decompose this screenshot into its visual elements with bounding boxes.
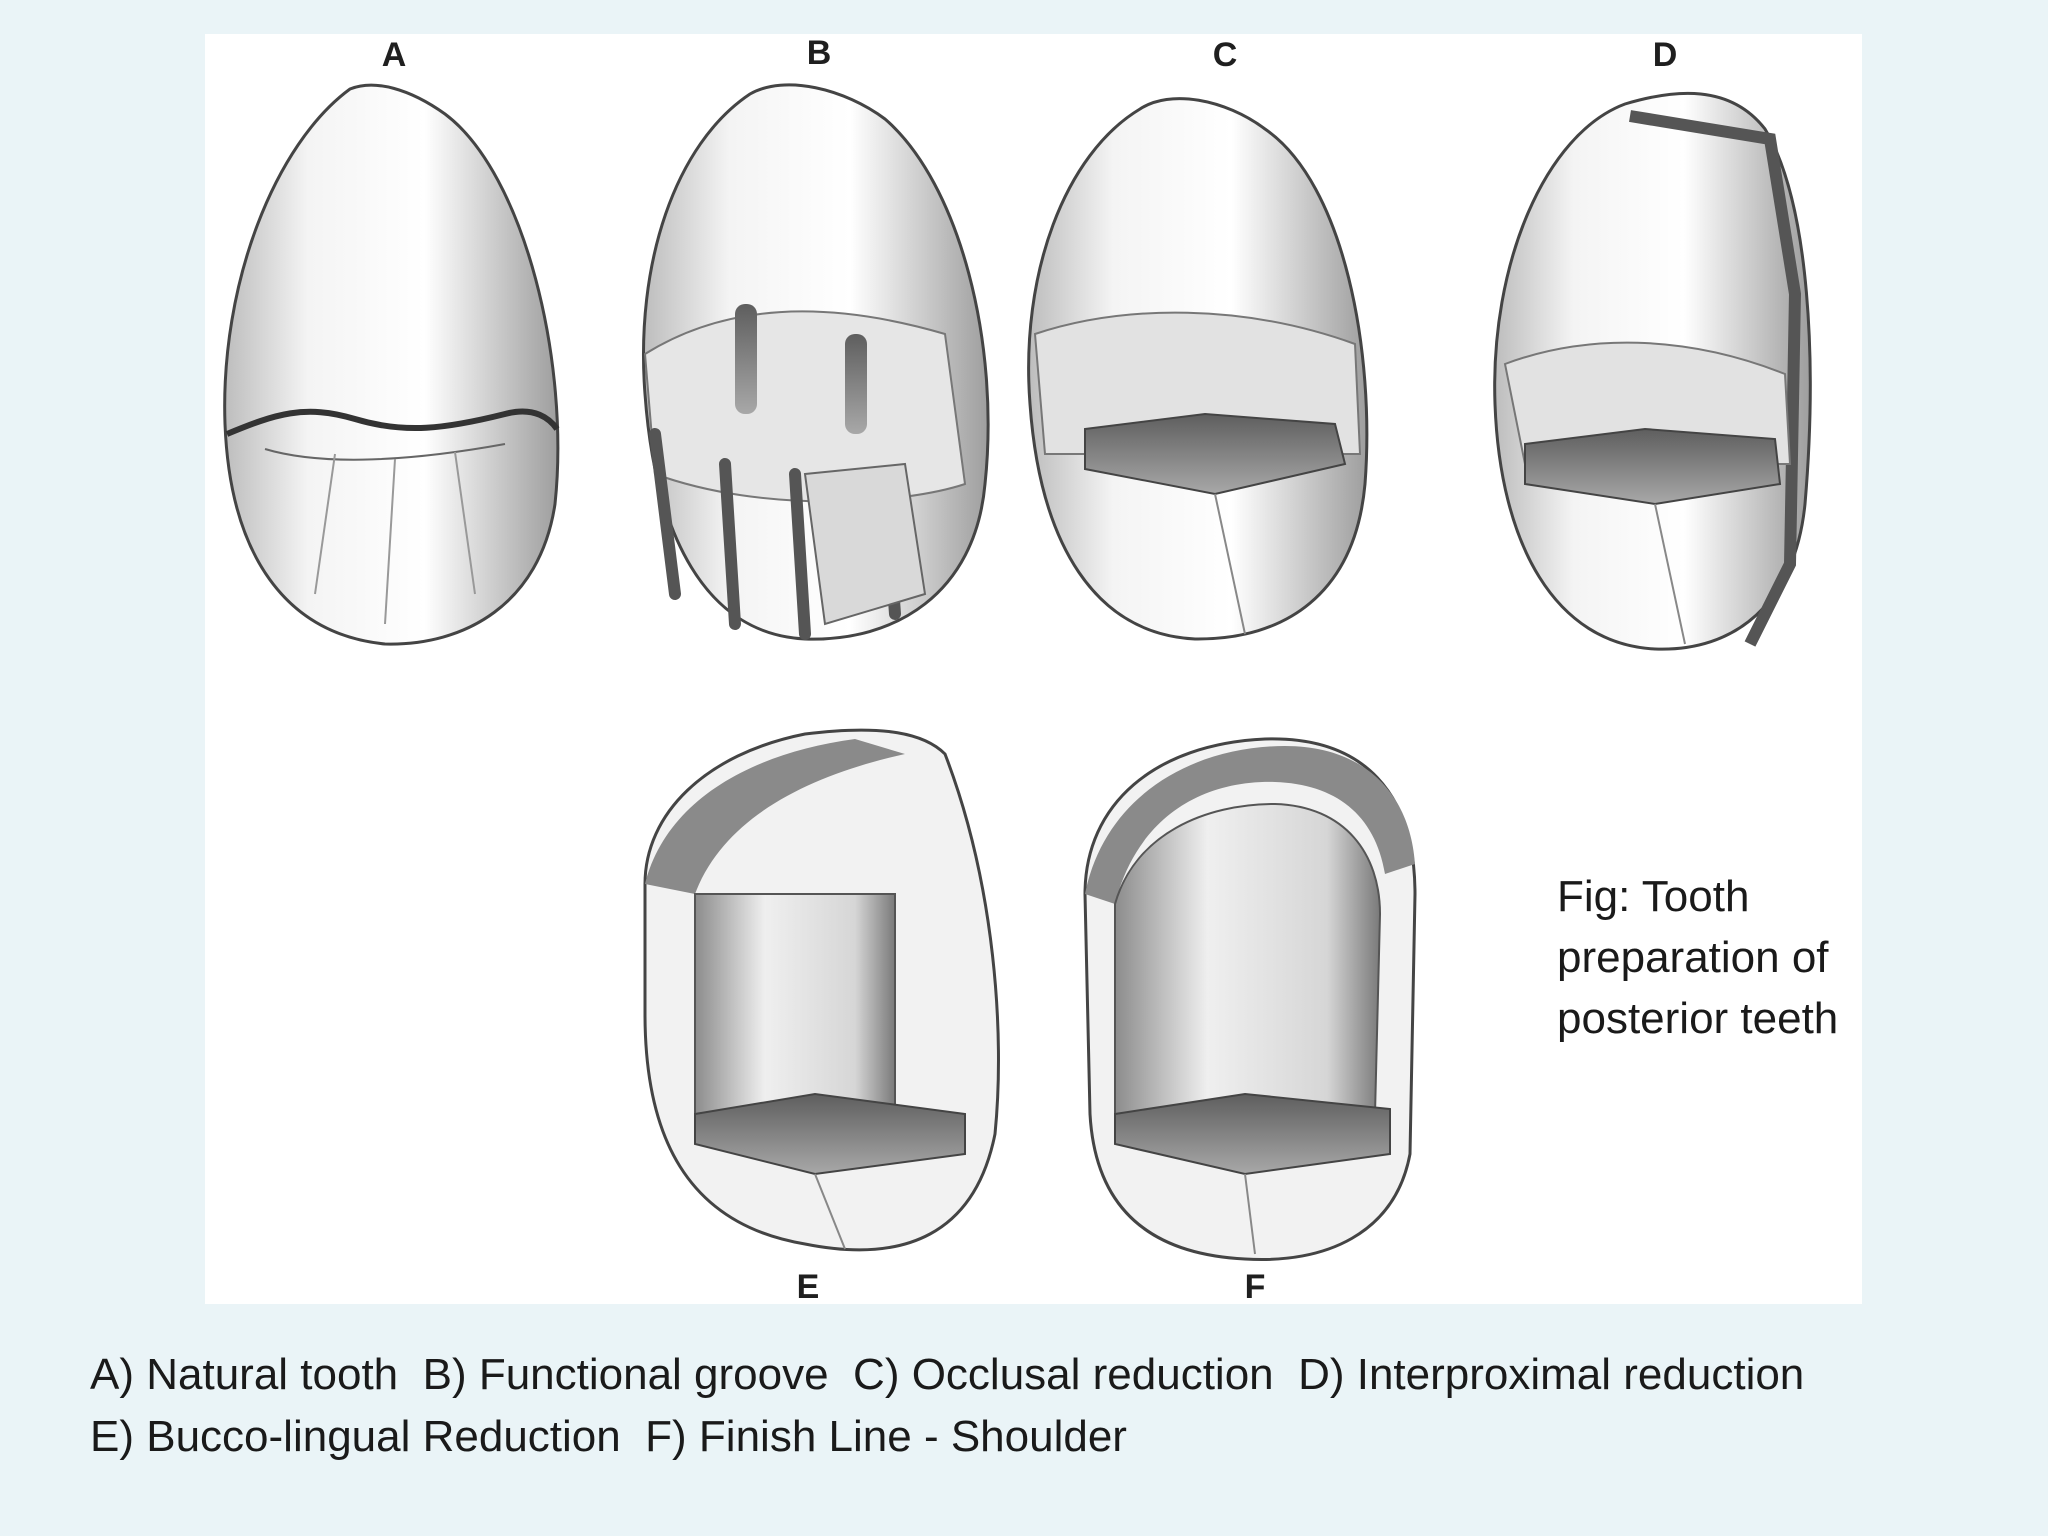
label-e: E: [796, 1268, 820, 1306]
tooth-e-bucco-lingual-reduction: [643, 728, 1000, 1252]
label-b: B: [806, 34, 832, 72]
caption-line: posterior teeth: [1557, 994, 1839, 1043]
tooth-c-occlusal-reduction: [1027, 97, 1369, 641]
tooth-b-functional-groove: [641, 83, 990, 641]
legend-line-1: A) Natural tooth B) Functional groove C)…: [90, 1350, 1805, 1399]
figure-legend: A) Natural tooth B) Functional groove C)…: [90, 1344, 1990, 1468]
label-f: F: [1244, 1268, 1266, 1306]
label-d: D: [1652, 36, 1678, 74]
legend-line-2: E) Bucco-lingual Reduction F) Finish Lin…: [90, 1412, 1127, 1461]
caption-line: Fig: Tooth: [1557, 872, 1750, 921]
label-c: C: [1212, 36, 1238, 74]
tooth-a-natural: [223, 83, 560, 646]
label-a: A: [381, 36, 407, 74]
tooth-d-interproximal-reduction: [1493, 91, 1812, 651]
figure-caption: Fig: Tooth preparation of posterior teet…: [1557, 866, 1877, 1049]
tooth-preparation-illustration: [223, 83, 1812, 1262]
tooth-f-finish-line-shoulder: [1083, 737, 1417, 1262]
caption-line: preparation of: [1557, 933, 1829, 982]
figure-panel: A B C D E F: [205, 34, 1862, 1304]
